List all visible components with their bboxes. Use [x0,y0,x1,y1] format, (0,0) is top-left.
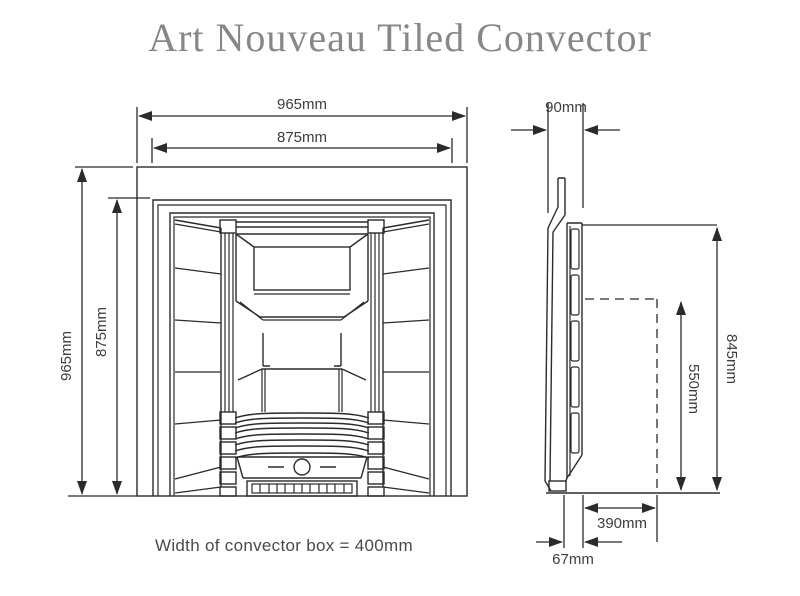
dim-label-frame-height: 875mm [93,307,110,357]
left-pilaster [219,219,237,497]
right-tile-panel [382,219,430,494]
dim-overall-width: 965mm [136,96,468,163]
dim-label-overall-width: 965mm [277,96,327,113]
dim-label-top-depth: 90mm [545,99,587,116]
canopy-hood [235,221,369,321]
grate-bars [234,412,370,459]
firebox-interior [237,333,367,412]
dim-label-hearth-depth: 390mm [597,515,647,532]
dim-top-depth: 90mm [511,99,620,213]
dim-label-side-overall-height: 845mm [723,334,740,384]
dim-foot-depth: 67mm [536,495,622,568]
dim-label-lower-height: 550mm [685,364,702,414]
convector-box-note: Width of convector box = 400mm [155,536,413,555]
fireplace-side-profile: 90mm 845mm 550mm 390mm 67mm [511,99,740,568]
dim-frame-width: 875mm [151,129,453,163]
fireplace-front-elevation: 965mm 875mm 965mm 875mm [58,96,468,497]
dim-frame-height: 875mm [93,197,150,495]
side-frame-plate [544,177,567,492]
dim-label-foot-depth: 67mm [552,551,594,568]
dim-label-overall-height: 965mm [58,331,75,381]
right-pilaster [367,219,385,497]
convector-box [565,222,583,482]
hidden-reference-lines [585,298,658,491]
ash-cover [236,456,368,479]
left-tile-panel [174,219,222,494]
dim-label-frame-width: 875mm [277,129,327,146]
damper-knob [293,458,311,476]
bottom-fret [246,480,358,497]
dim-lower-height: 550mm [676,301,702,491]
dim-overall-height: 965mm [58,166,137,497]
dim-side-overall-height: 845mm [582,224,740,491]
diagram-title: Art Nouveau Tiled Convector [148,15,652,60]
dim-hearth-depth: 390mm [582,495,658,548]
